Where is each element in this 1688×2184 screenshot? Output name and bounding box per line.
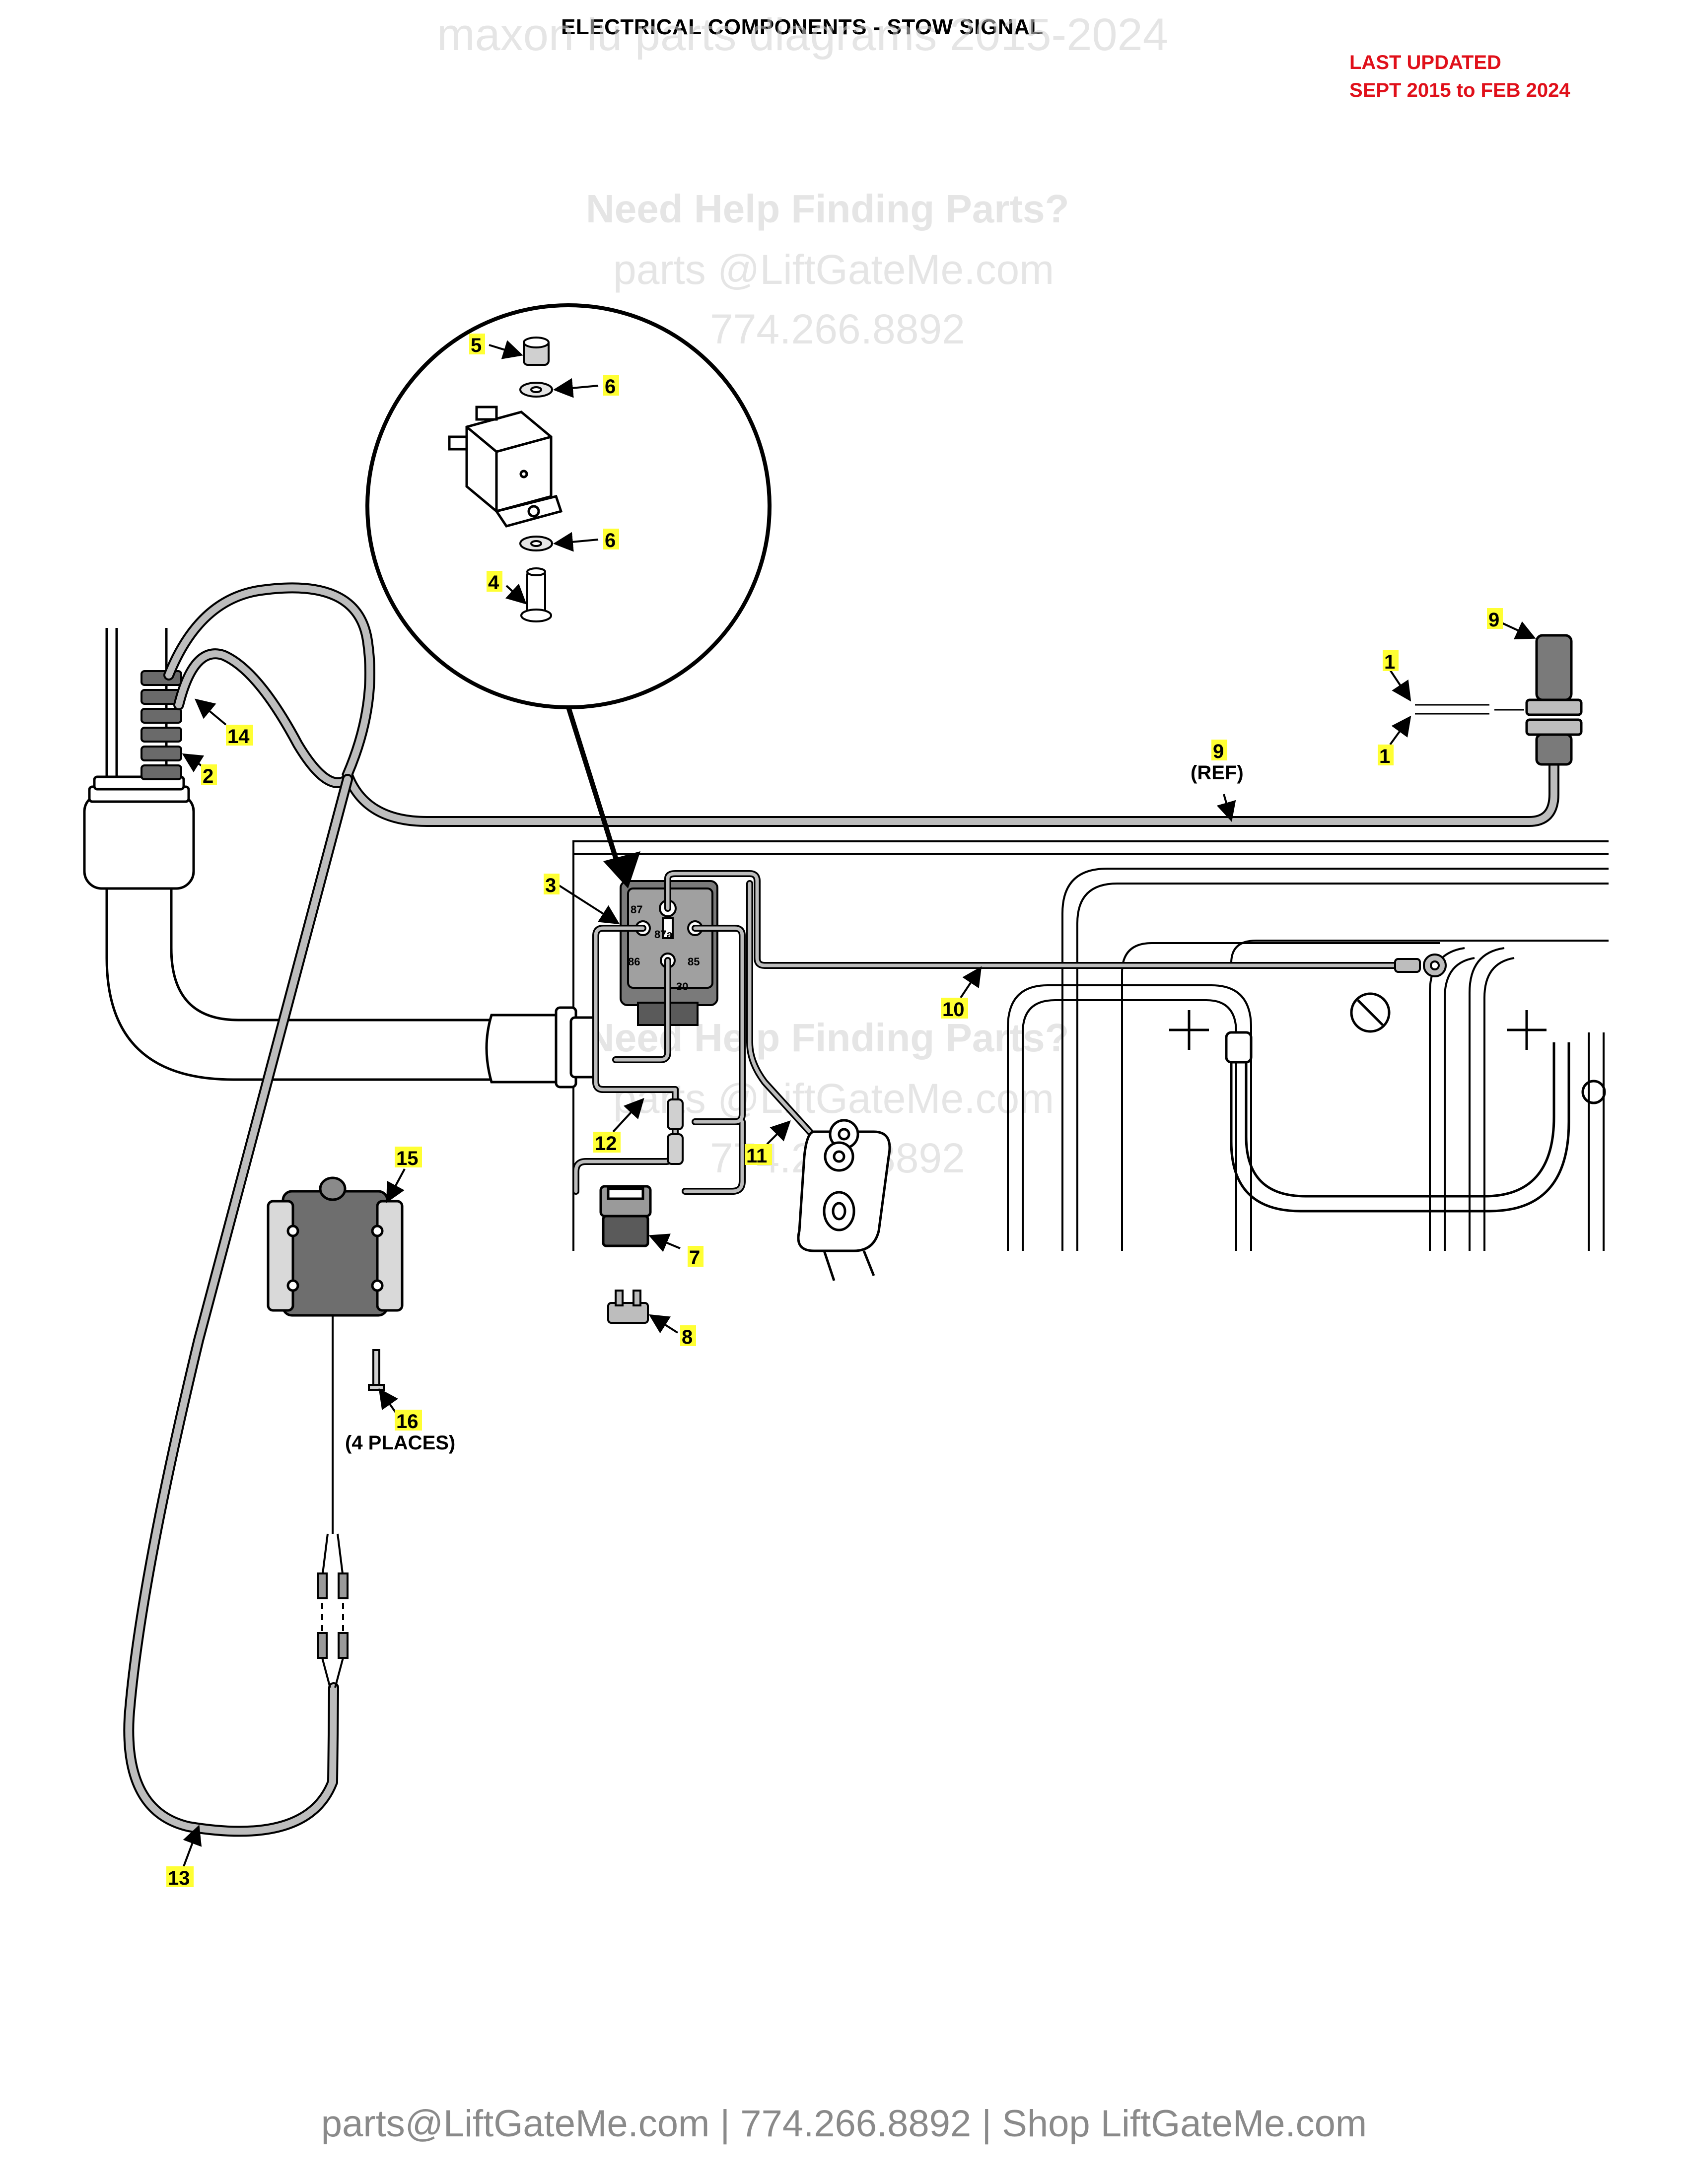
svg-text:9: 9 (1488, 609, 1499, 631)
circuit-breaker (797, 1119, 891, 1281)
callout-11: 11 (745, 1144, 772, 1167)
svg-text:15: 15 (396, 1148, 419, 1169)
fuse-holder (599, 1185, 652, 1247)
callout-8: 8 (680, 1325, 696, 1348)
page-title: ELECTRICAL COMPONENTS - STOW SIGNAL (561, 15, 1044, 39)
watermark-help: Need Help Finding Parts? (586, 187, 1069, 231)
callout-2: 2 (201, 764, 217, 787)
callout-10: 10 (941, 998, 968, 1021)
last-updated-label: LAST UPDATED (1349, 52, 1501, 73)
callout-3: 3 (544, 874, 560, 896)
battery-box (1007, 868, 1609, 1251)
svg-text:13: 13 (168, 1867, 190, 1889)
callout-4: 4 (487, 571, 502, 594)
callout-6a: 6 (603, 375, 619, 398)
svg-text:4: 4 (488, 572, 499, 594)
stow-sensor-module (267, 1176, 404, 1317)
detail-circle (365, 303, 772, 709)
svg-text:12: 12 (595, 1133, 617, 1155)
callout-13: 13 (166, 1866, 194, 1889)
detail-arrow (566, 706, 623, 875)
relay-terminal-85: 85 (688, 956, 700, 968)
svg-text:11: 11 (746, 1145, 767, 1167)
callout-14: 14 (226, 725, 253, 748)
callout-15: 15 (395, 1147, 422, 1169)
proximity-switch (1415, 634, 1583, 766)
relay-exploded (448, 406, 563, 528)
svg-text:14: 14 (227, 726, 250, 748)
last-updated-range: SEPT 2015 to FEB 2024 (1349, 79, 1570, 101)
washer-lower (519, 536, 553, 551)
battery-terminals (1169, 992, 1606, 1213)
relay-terminal-30: 30 (676, 980, 688, 993)
callout-16: 16 (395, 1410, 422, 1433)
inline-connector (667, 1098, 684, 1165)
relay-terminal-87: 87 (631, 903, 642, 916)
watermark-email-2: parts @LiftGateMe.com (613, 1075, 1055, 1122)
pigtail-wires (317, 1310, 349, 1688)
callout-6b: 6 (603, 529, 619, 551)
svg-text:10: 10 (942, 999, 965, 1021)
ring-terminal (1394, 954, 1447, 977)
rivet (520, 567, 552, 622)
wire-grommet (141, 670, 182, 780)
svg-text:8: 8 (682, 1326, 693, 1348)
frame-outline (572, 840, 1609, 1251)
callout-7: 7 (688, 1246, 703, 1269)
cable-9-ref (163, 582, 1559, 827)
watermark-top: maxon lu parts diagrams 2015-2024 (437, 9, 1168, 60)
svg-text:6: 6 (605, 376, 616, 398)
hydraulic-tube (83, 628, 597, 1089)
svg-text:6: 6 (605, 530, 616, 551)
svg-text:7: 7 (689, 1247, 700, 1269)
leader-lines (182, 340, 1536, 1867)
callout-12: 12 (593, 1132, 621, 1155)
callout-9: 9 (1487, 608, 1503, 631)
mounting-screw (368, 1349, 385, 1391)
callout-1b: 1 (1378, 745, 1394, 767)
ref-note: (REF) (1191, 762, 1244, 784)
relay-terminal-87a: 87a (654, 928, 673, 941)
svg-text:5: 5 (471, 335, 482, 356)
washer-upper (519, 382, 553, 398)
cable-14 (173, 648, 353, 788)
watermark-email: parts @LiftGateMe.com (613, 246, 1055, 293)
footer-contact: parts@LiftGateMe.com | 774.266.8892 | Sh… (321, 2103, 1367, 2145)
svg-text:16: 16 (396, 1411, 419, 1433)
callout-1a: 1 (1383, 650, 1399, 673)
watermark-phone: 774.266.8892 (710, 306, 965, 352)
svg-text:2: 2 (203, 765, 213, 787)
svg-text:3: 3 (545, 875, 556, 896)
nut (523, 337, 550, 366)
callout-9-ref: 9 (1211, 740, 1227, 762)
four-places-note: (4 PLACES) (345, 1432, 455, 1454)
svg-text:9: 9 (1213, 741, 1224, 762)
callout-5: 5 (469, 334, 485, 356)
relay-terminal-86: 86 (628, 956, 640, 968)
blade-fuse (607, 1290, 649, 1324)
svg-text:1: 1 (1379, 746, 1390, 767)
svg-text:1: 1 (1384, 651, 1395, 673)
